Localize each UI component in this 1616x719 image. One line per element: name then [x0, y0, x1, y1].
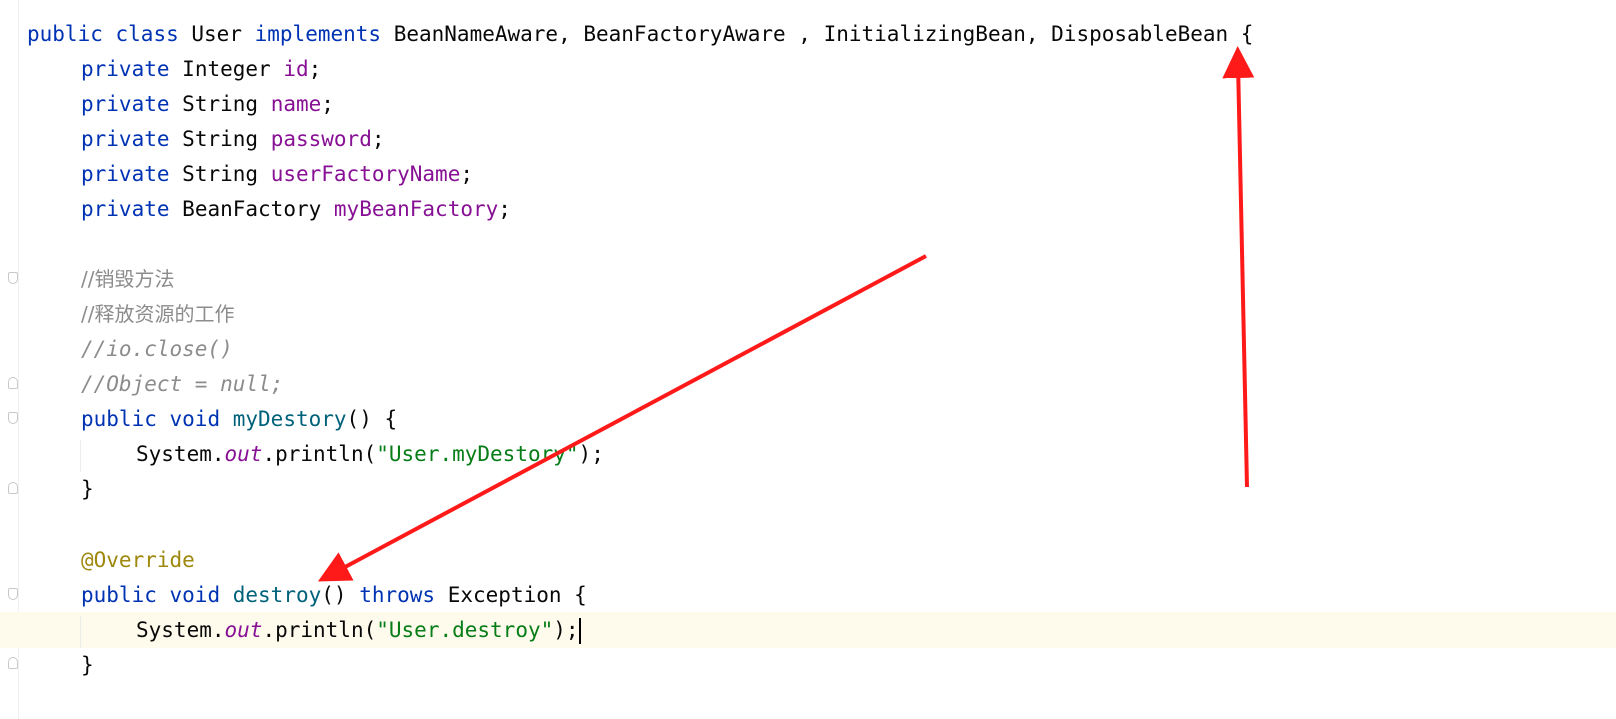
semicolon: ;	[321, 92, 334, 116]
keyword: private	[81, 197, 170, 221]
class-name: User	[191, 22, 242, 46]
code-comment[interactable]: //销毁方法	[81, 267, 175, 291]
text-caret	[578, 618, 581, 644]
keyword: private	[81, 57, 170, 81]
fold-marker-icon[interactable]	[8, 412, 18, 424]
type-name: String	[182, 92, 259, 116]
semicolon: ;	[498, 197, 511, 221]
code-comment[interactable]: //Object = null;	[81, 372, 284, 396]
indent-guide	[80, 616, 81, 648]
keyword: void	[169, 583, 221, 607]
string-literal: "User.myDestory"	[376, 442, 579, 466]
keyword: implements	[254, 22, 382, 46]
current-line-highlight	[0, 612, 1616, 648]
field-name: id	[283, 57, 309, 81]
keyword: private	[81, 92, 170, 116]
string-literal: "User.destroy"	[376, 618, 554, 642]
semicolon: ;	[460, 162, 473, 186]
call-end: );	[578, 442, 604, 466]
type-name: Integer	[182, 57, 271, 81]
red-arrow-diagonal	[317, 254, 927, 582]
code-line-field-id[interactable]: private Integer id;	[81, 51, 321, 87]
field-name: userFactoryName	[270, 162, 461, 186]
code-line-field-mybeanfactory[interactable]: private BeanFactory myBeanFactory;	[81, 191, 511, 227]
keyword: public	[27, 22, 103, 46]
field-name: myBeanFactory	[333, 197, 499, 221]
exception-type: Exception {	[447, 583, 587, 607]
keyword: class	[115, 22, 179, 46]
method-name: myDestory	[232, 407, 347, 431]
field-name: name	[270, 92, 322, 116]
fold-marker-icon[interactable]	[8, 657, 18, 669]
interface-list: BeanNameAware, BeanFactoryAware , Initia…	[393, 22, 1254, 46]
keyword: public	[81, 407, 157, 431]
field-name: password	[270, 127, 372, 151]
type-name: BeanFactory	[182, 197, 322, 221]
type-name: String	[182, 127, 259, 151]
call-end: );	[553, 618, 579, 642]
semicolon: ;	[371, 127, 385, 151]
code-line-field-password[interactable]: private String password;	[81, 121, 385, 157]
keyword: void	[169, 407, 221, 431]
keyword: private	[81, 162, 170, 186]
fold-marker-icon[interactable]	[8, 377, 18, 389]
method-params: () {	[346, 407, 398, 431]
code-line-closing-brace[interactable]: }	[81, 477, 94, 501]
code-line-class-declaration[interactable]: public class User implements BeanNameAwa…	[27, 16, 1253, 52]
code-line-println[interactable]: System.out.println("User.myDestory");	[136, 436, 604, 472]
static-field: out	[224, 618, 263, 642]
method-params: ()	[321, 583, 347, 607]
method-call: .println(	[262, 442, 377, 466]
code-line-method-destroy[interactable]: public void destroy() throws Exception {	[81, 577, 587, 613]
type-name: String	[182, 162, 259, 186]
code-comment[interactable]: //释放资源的工作	[81, 302, 235, 326]
semicolon: ;	[308, 57, 322, 81]
code-comment[interactable]: //io.close()	[81, 337, 233, 361]
fold-marker-icon[interactable]	[8, 482, 18, 494]
indent-guide	[80, 440, 81, 472]
method-call: .println(	[262, 618, 377, 642]
method-name: destroy	[232, 583, 322, 607]
code-annotation[interactable]: @Override	[81, 548, 195, 572]
keyword: throws	[359, 583, 436, 607]
code-line-closing-brace[interactable]: }	[81, 653, 94, 677]
class-ref: System.	[136, 618, 225, 642]
fold-marker-icon[interactable]	[8, 588, 18, 600]
code-line-field-userfactoryname[interactable]: private String userFactoryName;	[81, 156, 473, 192]
static-field: out	[224, 442, 263, 466]
editor-gutter	[0, 0, 19, 719]
code-line-field-name[interactable]: private String name;	[81, 86, 334, 122]
red-arrow-up	[1222, 46, 1255, 488]
keyword: private	[81, 127, 170, 151]
class-ref: System.	[136, 442, 225, 466]
fold-marker-icon[interactable]	[8, 272, 18, 284]
keyword: public	[81, 583, 157, 607]
code-line-method-mydestory[interactable]: public void myDestory() {	[81, 401, 397, 437]
code-line-println-destroy[interactable]: System.out.println("User.destroy");	[136, 612, 581, 648]
